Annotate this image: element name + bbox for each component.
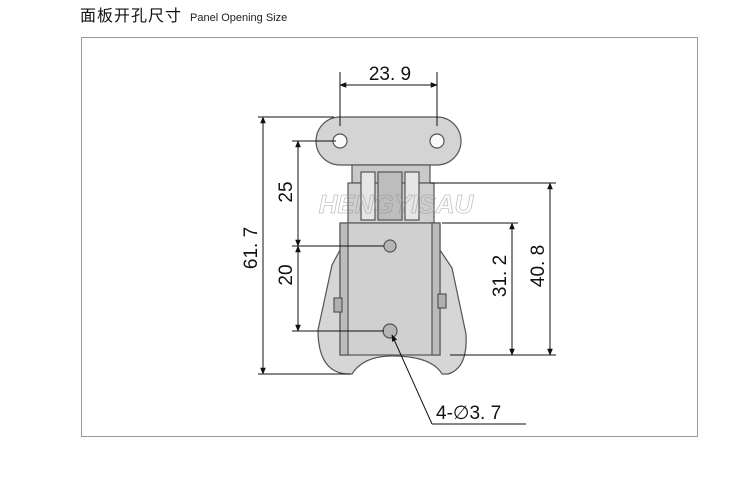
title-chinese: 面板开孔尺寸 <box>80 6 183 25</box>
title-english: Panel Opening Size <box>190 12 288 24</box>
side-pin-right <box>437 293 447 309</box>
hole-callout-leader <box>391 334 433 425</box>
side-pin-left <box>333 297 343 313</box>
dim-text-lower-gap: 20 <box>276 264 297 285</box>
dim-text-hole-callout: 4-∅3. 7 <box>436 403 501 424</box>
drawing-frame <box>81 37 698 437</box>
body-hole-lower <box>382 323 398 339</box>
page-header: 面板开孔尺寸 Panel Opening Size <box>80 2 288 25</box>
tab-hole-right <box>429 133 445 149</box>
body-hole-upper <box>383 239 397 253</box>
body-side-left <box>339 222 349 356</box>
hinge-slot-right <box>404 171 420 221</box>
dim-text-hole-to-bottom: 31. 2 <box>490 255 511 297</box>
body-side-right <box>431 222 441 356</box>
watermark: HENGYISAU <box>319 189 475 219</box>
latch-part <box>315 116 467 375</box>
hinge-tab <box>315 116 462 166</box>
hinge-slot-mid <box>377 171 403 221</box>
dim-text-body-height: 40. 8 <box>528 245 549 287</box>
dim-text-upper-gap: 25 <box>276 181 297 202</box>
dim-text-total-height: 61. 7 <box>241 227 262 269</box>
dim-text-top-width: 23. 9 <box>369 64 411 85</box>
hinge-slot-left <box>360 171 376 221</box>
